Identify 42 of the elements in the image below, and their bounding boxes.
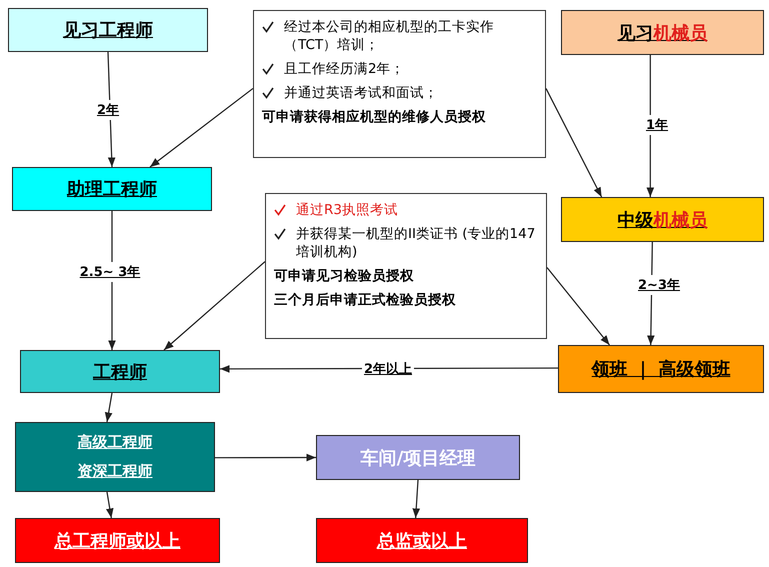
node-title: 助理工程师 [67,178,157,201]
process-box [561,10,764,55]
node-title: 中级机械员 [618,208,708,232]
arrow [106,492,114,518]
arrow [215,454,316,462]
edge-label: 2~3年 [636,275,682,295]
process-box [15,422,215,492]
node-title: 总监或以上 [377,530,467,552]
node-title: 资深工程师 [78,462,152,481]
note-text: 且工作经历满2年； [284,60,405,78]
process-box [561,197,764,242]
process-box [20,350,220,393]
node-title: 见习工程师 [63,19,153,42]
note-text: 可申请见习检验员授权 [274,267,414,285]
arrow [150,88,254,168]
node-title: 高级工程师 [78,433,152,452]
arrow [546,267,610,346]
edge-label: 1年 [644,115,670,135]
arrow [412,480,420,518]
edge-label: 2年 [94,100,122,120]
process-box [15,518,220,563]
process-box [12,167,212,211]
node-title: 工程师 [93,360,147,384]
note-text: 三个月后申请正式检验员授权 [274,291,456,309]
process-box [8,8,208,52]
note-text: 通过R3执照考试 [296,201,398,219]
process-box [316,435,520,480]
process-box [558,345,764,393]
arrow [164,261,266,350]
node-title: 车间/项目经理 [360,446,476,470]
note-text: 经过本公司的相应机型的工卡实作（TCT）培训； [284,18,495,54]
note-box [253,10,546,158]
edge-label: 2.5~ 3年 [78,262,142,282]
arrow [104,392,113,422]
node-title: 领班 ｜ 高级领班 [592,358,730,381]
note-text: 并通过英语考试和面试； [284,84,438,102]
note-text: 并获得某一机型的II类证书 (专业的147培训机构) [296,225,536,261]
note-box [265,193,547,339]
arrow [545,88,602,198]
note-text: 可申请获得相应机型的维修人员授权 [262,108,486,126]
node-title: 总工程师或以上 [54,530,180,552]
process-box [316,518,528,563]
